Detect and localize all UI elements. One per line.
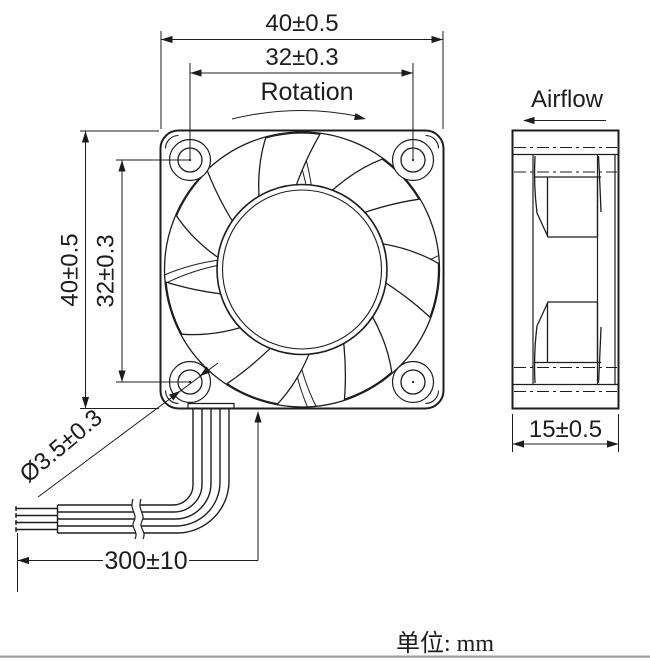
wire-tip xyxy=(15,527,58,532)
cable-break-mask xyxy=(131,499,145,539)
airflow-label: Airflow xyxy=(531,86,604,113)
rotation-arc xyxy=(231,110,363,120)
dim-hole-spacing-h-label: 32±0.3 xyxy=(265,44,338,71)
dimension-wire-length: 300±10 xyxy=(17,412,259,592)
fan-strut-line xyxy=(165,264,221,284)
dim-width-label: 40±0.5 xyxy=(265,10,338,37)
fan-frame-outline xyxy=(159,129,445,410)
hole-diameter-leader xyxy=(37,362,219,498)
footer: 单位: mm xyxy=(0,630,650,658)
dimension-arrowhead xyxy=(354,113,366,121)
dim-depth-label: 15±0.5 xyxy=(529,416,602,443)
wire-tip xyxy=(15,506,58,511)
dimension-arrowhead xyxy=(118,370,126,382)
cable-break-symbol xyxy=(131,498,145,540)
hub-inner-circle xyxy=(221,189,383,350)
dim-height-label: 40±0.5 xyxy=(57,233,84,306)
dimension-arrowhead xyxy=(17,556,29,565)
dimension-arrowhead xyxy=(199,366,211,377)
dimension-arrowhead xyxy=(190,69,202,77)
dimension-arrowhead xyxy=(81,397,90,409)
lead-wires xyxy=(15,409,230,540)
side-view xyxy=(511,129,620,410)
units-note: 单位: mm xyxy=(396,630,494,657)
dim-wire-length-label: 300±10 xyxy=(104,547,187,575)
dimension-arrowhead xyxy=(401,69,413,77)
dimension-arrowhead xyxy=(118,160,126,172)
dimension-arrowheads xyxy=(17,35,619,565)
wire-bundle-line xyxy=(57,409,194,506)
front-view xyxy=(159,129,445,410)
wire-tip xyxy=(15,520,58,525)
dimension-height-left: 40±0.5 xyxy=(57,130,159,409)
hub-outer-circle xyxy=(216,183,388,356)
dimension-width-top: 40±0.5 xyxy=(160,10,444,129)
footer-rule xyxy=(0,655,650,658)
dimension-arrowhead xyxy=(169,390,181,401)
rotation-label: Rotation xyxy=(260,78,353,106)
rotor-profile-bottom xyxy=(533,301,602,384)
dimension-hole-spacing-top: 32±0.3 xyxy=(189,44,414,160)
wire-bundle-line xyxy=(57,409,221,527)
frame-corner-contours xyxy=(164,134,440,405)
dimension-arrowhead xyxy=(523,116,535,125)
dimension-arrowhead xyxy=(254,411,262,423)
dimension-arrowhead xyxy=(607,440,619,448)
dimension-arrowhead xyxy=(81,131,90,143)
centerlines xyxy=(514,147,617,392)
fan-strut-line xyxy=(164,259,221,276)
venturi-walls xyxy=(532,154,616,385)
dimension-arrowhead xyxy=(431,35,443,44)
wire-bundle-line xyxy=(57,409,230,534)
fan-hub xyxy=(216,183,388,356)
side-view-outline xyxy=(511,129,620,410)
dimension-hole-spacing-left: 32±0.3 xyxy=(93,159,190,383)
wire-bundle-line xyxy=(57,409,203,513)
dim-hole-diameter-label: Ø3.5±0.3 xyxy=(15,404,108,488)
rotor-profile-top xyxy=(533,155,602,238)
wire-bundle-line xyxy=(57,409,212,520)
rotation-annotation: Rotation xyxy=(231,78,363,120)
wire-exit-notch xyxy=(187,402,235,409)
dim-hole-spacing-v-label: 32±0.3 xyxy=(93,234,120,307)
hole-center-mark xyxy=(411,380,415,384)
flange-lines xyxy=(512,153,619,386)
dimension-arrowhead xyxy=(161,35,173,44)
dimension-depth: 15±0.5 xyxy=(512,414,619,452)
dimension-arrowhead xyxy=(512,440,524,448)
fan-opening-circle xyxy=(163,131,441,408)
airflow-annotation: Airflow xyxy=(524,86,606,121)
wire-tip xyxy=(15,513,58,518)
